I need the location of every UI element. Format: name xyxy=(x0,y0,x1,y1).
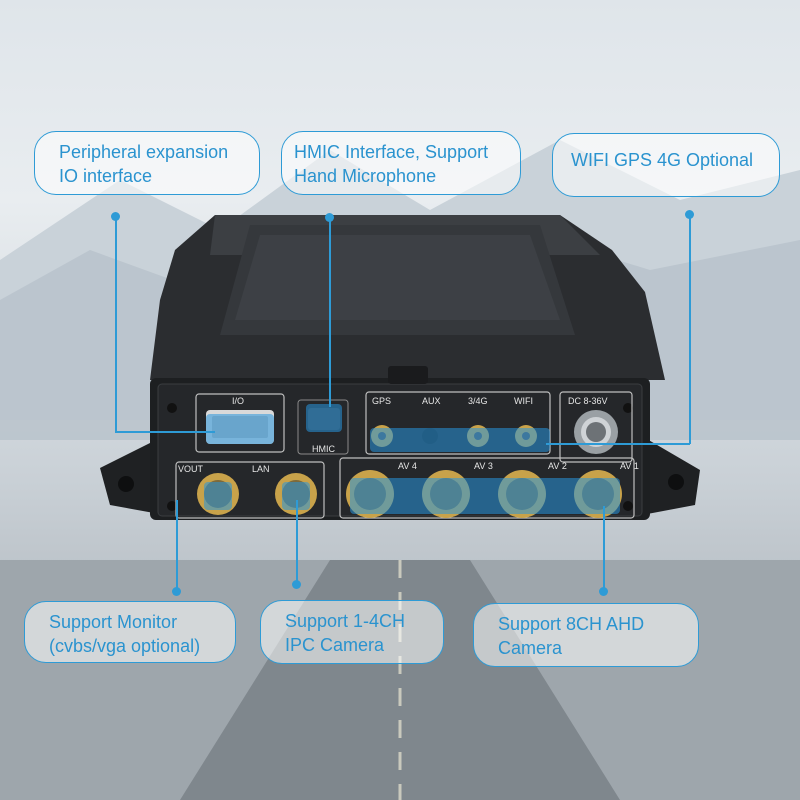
ahd-callout-line2: Camera xyxy=(498,638,563,658)
lan-port-label: LAN xyxy=(252,464,270,474)
ahd-callout-dot xyxy=(599,587,608,596)
io-highlight xyxy=(206,414,274,444)
io-callout-line xyxy=(115,216,117,432)
wifi-callout-line1: WIFI GPS 4G Optional xyxy=(571,150,754,170)
monitor-callout-line xyxy=(176,500,178,590)
io-callout: Peripheral expansion IO interface xyxy=(34,131,260,195)
ipc-callout: Support 1-4CH IPC Camera xyxy=(260,600,444,664)
io-callout-line1: Peripheral expansion xyxy=(59,142,229,162)
hmic-highlight xyxy=(306,404,342,432)
io-port-label: I/O xyxy=(232,396,245,406)
wifi-port-label: WIFI xyxy=(514,396,533,406)
monitor-callout-line1: Support Monitor xyxy=(49,612,178,632)
monitor-callout-line2: (cvbs/vga optional) xyxy=(49,636,201,656)
monitor-callout: Support Monitor (cvbs/vga optional) xyxy=(24,601,236,663)
av2-port-label: AV 2 xyxy=(548,461,567,471)
ahd-callout: Support 8CH AHD Camera xyxy=(473,603,699,667)
dc-port-label: DC 8-36V xyxy=(568,396,608,406)
vout-port-label: VOUT xyxy=(178,464,204,474)
av4-port-label: AV 4 xyxy=(398,461,417,471)
antenna-highlight xyxy=(370,428,550,452)
hmic-callout-line2: Hand Microphone xyxy=(294,166,437,186)
av-highlight xyxy=(350,478,620,514)
ipc-callout-line xyxy=(296,500,298,583)
hmic-callout: HMIC Interface, Support Hand Microphone xyxy=(281,131,521,195)
wifi-callout-line xyxy=(689,214,691,444)
ipc-callout-dot xyxy=(292,580,301,589)
wifi-callout-line-h xyxy=(546,443,690,445)
ahd-callout-line xyxy=(603,506,605,590)
io-callout-line2: IO interface xyxy=(59,166,153,186)
aux-port-label: AUX xyxy=(422,396,441,406)
ipc-callout-line2: IPC Camera xyxy=(285,635,385,655)
hmic-port-label: HMIC xyxy=(312,444,335,454)
av1-port-label: AV 1 xyxy=(620,461,639,471)
io-callout-line-h xyxy=(115,431,215,433)
vout-highlight xyxy=(204,482,232,510)
wifi-callout: WIFI GPS 4G Optional xyxy=(552,133,780,197)
gps-port-label: GPS xyxy=(372,396,392,406)
monitor-callout-dot xyxy=(172,587,181,596)
ahd-callout-line1: Support 8CH AHD xyxy=(498,614,645,634)
ipc-callout-line1: Support 1-4CH xyxy=(285,611,406,631)
av3-port-label: AV 3 xyxy=(474,461,493,471)
hmic-callout-line xyxy=(329,217,331,407)
4g-port-label: 3/4G xyxy=(468,396,488,406)
hmic-callout-line1: HMIC Interface, Support xyxy=(294,142,489,162)
